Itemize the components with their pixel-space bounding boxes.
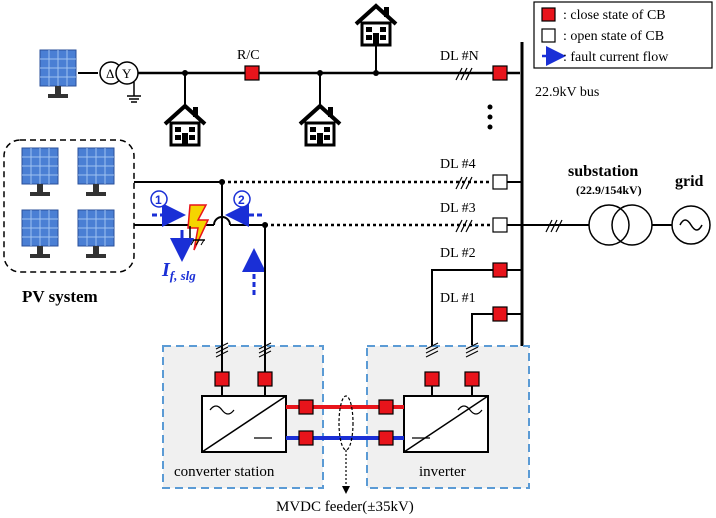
solar-panel-icon bbox=[39, 49, 77, 99]
feeder-dl2: DL #2 bbox=[431, 246, 522, 372]
feeder-dl4: DL #4 bbox=[134, 157, 522, 190]
cb-dl2-closed bbox=[492, 262, 508, 278]
solar-panel-icon bbox=[21, 147, 59, 197]
transformer-dy-icon: Δ Y bbox=[99, 61, 139, 85]
fault-point: If, slg 1 2 bbox=[150, 190, 266, 295]
feeder-label-dl1: DL #1 bbox=[440, 291, 476, 306]
legend-fault-flow-label: : fault current flow bbox=[563, 50, 669, 65]
cb-dc-inv-pos bbox=[378, 399, 394, 415]
solar-panel-icon bbox=[77, 209, 115, 259]
feeder-label-dl4: DL #4 bbox=[440, 157, 476, 172]
cb-dc-inv-neg bbox=[378, 430, 394, 446]
legend-close-cb-symbol bbox=[541, 7, 556, 22]
converter-icon bbox=[201, 395, 287, 453]
more-feeders-dots bbox=[487, 104, 493, 130]
cb-converter-ac-1 bbox=[214, 371, 230, 387]
feeder-label-dl2: DL #2 bbox=[440, 246, 476, 261]
inverter-label: inverter bbox=[419, 464, 466, 480]
cb-dl1-closed bbox=[492, 306, 508, 322]
legend-open-cb-symbol bbox=[541, 28, 556, 43]
pv-system-box bbox=[3, 139, 135, 273]
mvdc-link: MVDC feeder(±35kV) bbox=[276, 395, 414, 515]
pv-system-label: PV system bbox=[22, 287, 98, 306]
solar-panel-icon bbox=[77, 147, 115, 197]
cb-dl4-open bbox=[492, 174, 508, 190]
substation: substation (22.9/154kV) grid bbox=[522, 163, 711, 246]
solar-panel-icon bbox=[21, 209, 59, 259]
pv-system: PV system bbox=[3, 139, 135, 306]
mvdc-feeder-label: MVDC feeder(±35kV) bbox=[276, 499, 414, 515]
feeder-label-dln: DL #N bbox=[440, 49, 479, 64]
legend-open-cb-label: : open state of CB bbox=[563, 29, 664, 44]
transformer-icon bbox=[588, 204, 630, 246]
bus-label: 22.9kV bus bbox=[535, 85, 599, 100]
house-icon bbox=[163, 104, 207, 147]
legend-close-cb-label: : close state of CB bbox=[563, 8, 666, 23]
converter-station-label: converter station bbox=[174, 464, 275, 480]
fault-current-label: If, slg bbox=[161, 259, 196, 283]
fault-path-label-2: 2 bbox=[238, 193, 245, 207]
svg-text:Δ: Δ bbox=[106, 66, 114, 81]
substation-label: substation bbox=[568, 163, 638, 180]
recloser-cb bbox=[244, 65, 260, 81]
cb-dc-conv-neg bbox=[298, 430, 314, 446]
converter-station: converter station bbox=[162, 179, 324, 489]
house-icon bbox=[298, 104, 342, 147]
feeder-label-dl3: DL #3 bbox=[440, 201, 476, 216]
grid-label: grid bbox=[675, 173, 704, 190]
legend: : close state of CB : open state of CB :… bbox=[533, 1, 713, 69]
house-icon bbox=[354, 4, 398, 47]
inverter-station: inverter bbox=[366, 342, 530, 489]
recloser-label: R/C bbox=[237, 48, 260, 63]
substation-rating-label: (22.9/154kV) bbox=[576, 183, 642, 197]
fault-path-label-1: 1 bbox=[155, 193, 162, 207]
cb-dc-conv-pos bbox=[298, 399, 314, 415]
svg-text:Y: Y bbox=[122, 66, 132, 81]
fault-lightning-icon bbox=[187, 204, 210, 251]
cb-dl3-open bbox=[492, 217, 508, 233]
cb-inverter-ac-1 bbox=[424, 371, 440, 387]
top-feeder: Δ Y R/C DL #N bbox=[39, 4, 520, 147]
cb-dln-closed bbox=[492, 65, 508, 81]
cb-converter-ac-2 bbox=[257, 371, 273, 387]
inverter-icon bbox=[403, 395, 489, 453]
cb-inverter-ac-2 bbox=[464, 371, 480, 387]
